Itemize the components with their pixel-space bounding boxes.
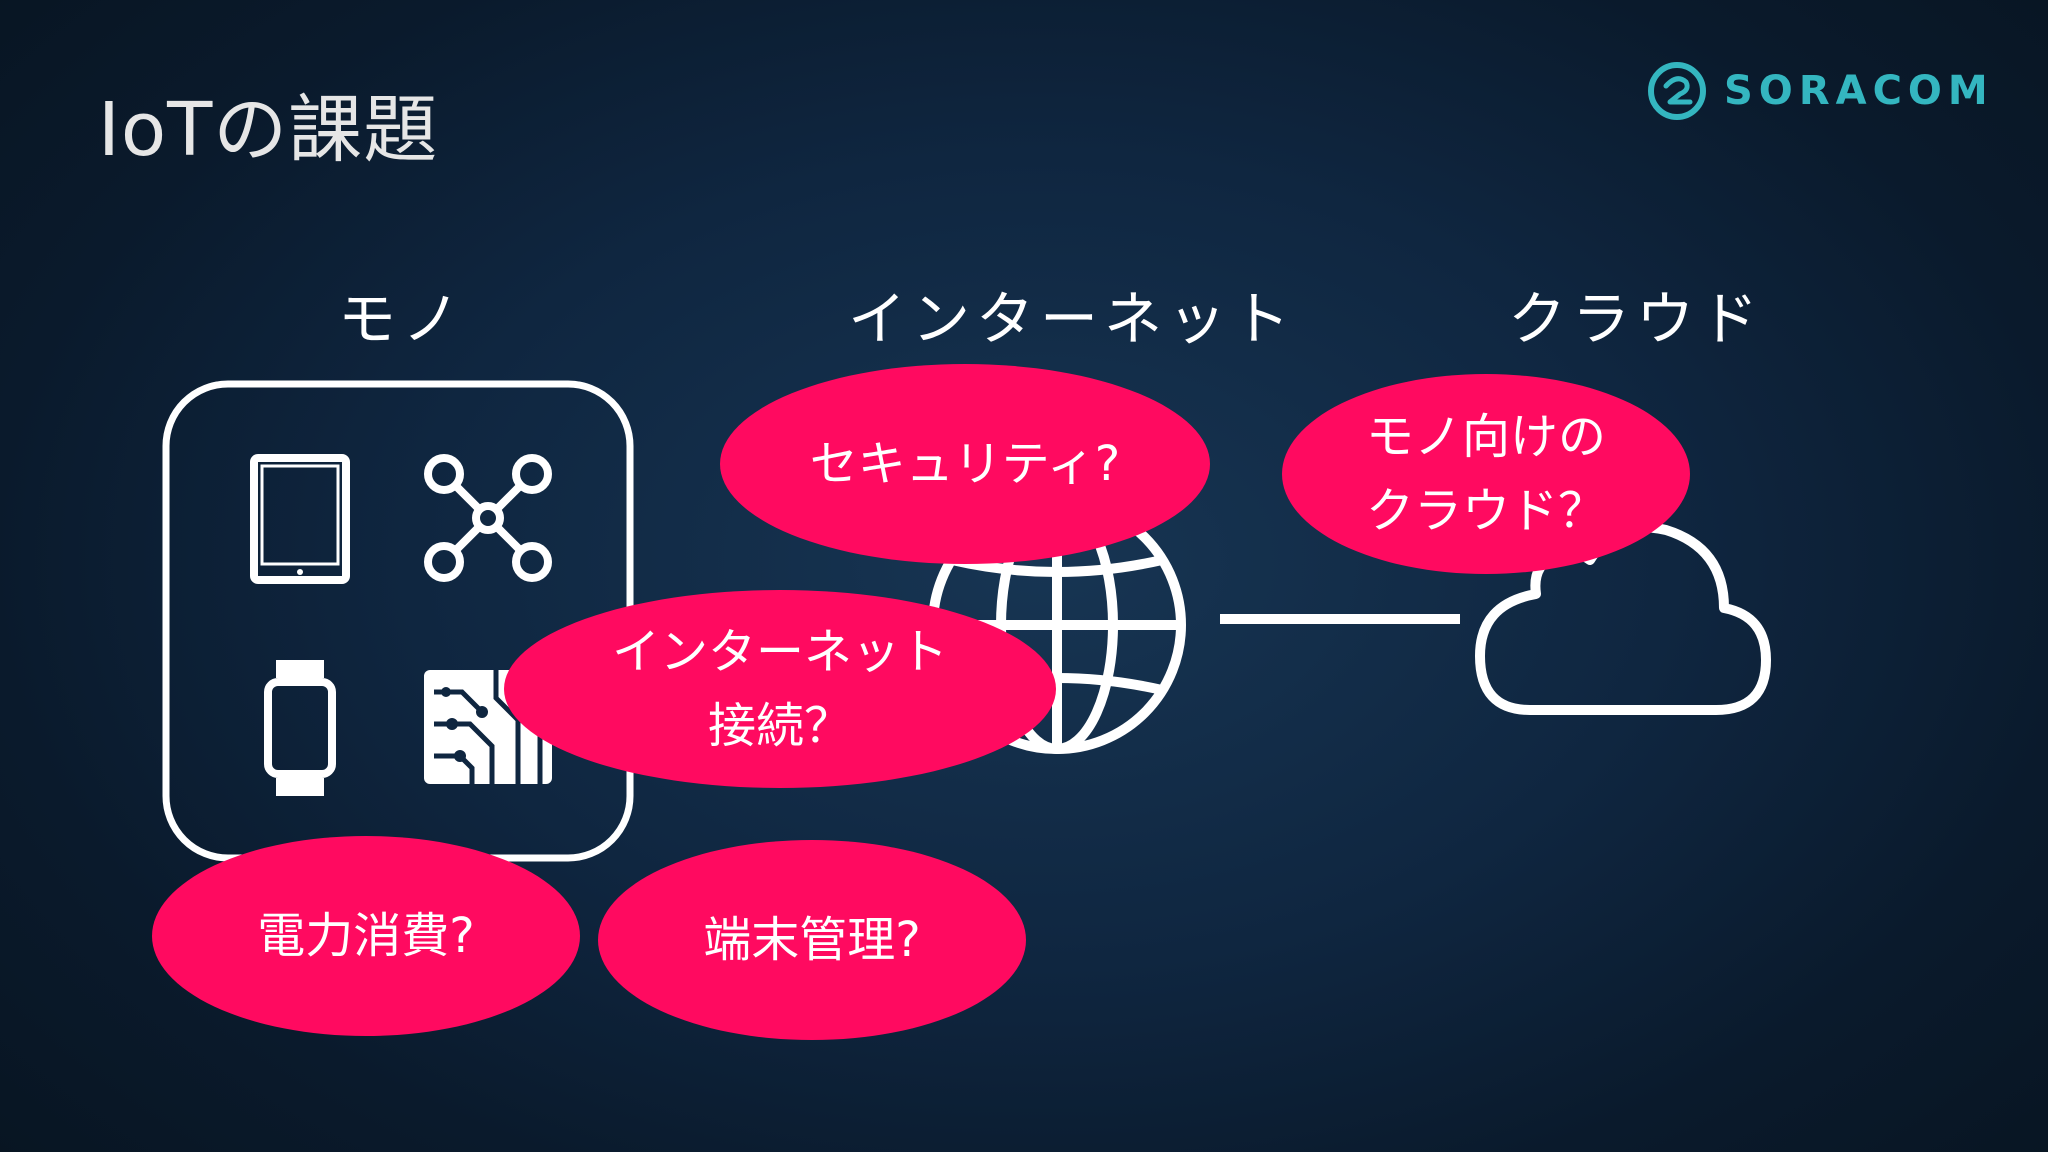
logo-text: SORACOM	[1724, 68, 1994, 114]
tablet-icon	[250, 454, 350, 584]
bubble-power-text: 電力消費?	[257, 908, 475, 964]
bubble-internet-connection-text: インターネット 接続？	[611, 624, 948, 754]
bubble-device-management-text: 端末管理?	[703, 912, 921, 968]
soracom-logo-icon	[1648, 62, 1706, 120]
slide-title: IoTの課題	[98, 87, 439, 173]
connector-line	[1220, 614, 1460, 624]
bubble-security-text: セキュリティ?	[809, 436, 1121, 492]
devices-box	[162, 380, 634, 862]
bubble-power: 電力消費?	[152, 836, 580, 1036]
bubble-cloud-for-things-text: モノ向けの クラウド？	[1365, 409, 1606, 539]
bubble-internet-connection: インターネット 接続？	[504, 590, 1056, 788]
bubble-cloud-for-things: モノ向けの クラウド？	[1282, 374, 1690, 574]
heading-cloud: クラウド	[1508, 285, 1765, 353]
drone-icon	[424, 454, 552, 582]
bubble-security: セキュリティ?	[720, 364, 1210, 564]
smartwatch-icon	[264, 660, 336, 796]
soracom-logo: SORACOM	[1646, 56, 1994, 126]
bubble-device-management: 端末管理?	[598, 840, 1026, 1040]
heading-things: モノ	[338, 285, 467, 353]
heading-internet: インターネット	[848, 285, 1297, 353]
